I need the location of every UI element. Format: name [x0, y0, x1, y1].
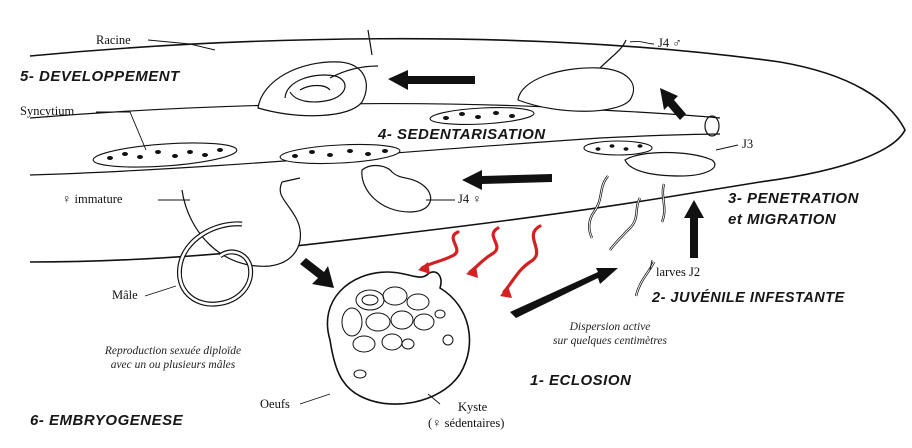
label-immature-female: ♀ immature [62, 192, 122, 207]
label-j4-female: J4 ♀ [458, 192, 482, 207]
syncytium-middle [280, 142, 401, 166]
stage-sedentarisation: 4- SEDENTARISATION [378, 126, 546, 143]
stage-development: 5- DEVELOPPEMENT [20, 68, 180, 85]
label-kyste-sedentaires: (♀ sédentaires) [428, 416, 504, 431]
label-oeufs: Oeufs [260, 397, 290, 412]
j4-male-body [518, 68, 633, 111]
note-reproduction-line2: avec un ou plusieurs mâles [68, 358, 278, 372]
stage-penetration: 3- PENETRATION [728, 190, 859, 207]
label-kyste: Kyste [458, 400, 487, 415]
arrow-to-sedentarisation [462, 170, 552, 190]
arrow-penetration [684, 200, 704, 258]
label-j3: J3 [742, 137, 753, 152]
cyst [327, 272, 469, 404]
note-reproduction-line1: Reproduction sexuée diploïde [68, 344, 278, 358]
vascular-end [705, 116, 719, 136]
note-dispersion: Dispersion active sur quelques centimètr… [520, 320, 700, 348]
arrow-to-j4-male [660, 88, 686, 120]
label-syncytium: Syncytium [20, 104, 74, 119]
arrow-eclosion [510, 268, 618, 318]
syncytium-j3 [584, 141, 652, 155]
j3-body [625, 153, 715, 177]
label-larves-j2: larves J2 [656, 265, 700, 280]
label-j4-male: J4 ♂ [658, 36, 682, 51]
note-reproduction: Reproduction sexuée diploïde avec un ou … [68, 344, 278, 372]
developing-nematode [258, 62, 378, 116]
j4-female-body [362, 166, 431, 212]
label-racine: Racine [96, 33, 131, 48]
label-male: Mâle [112, 288, 138, 303]
stage-migration: et MIGRATION [728, 211, 836, 228]
immature-female-neck [282, 178, 300, 182]
arrow-to-cyst [300, 258, 334, 288]
arrow-to-development [388, 70, 475, 90]
root-hair [368, 30, 372, 55]
note-dispersion-line2: sur quelques centimètres [520, 334, 700, 348]
syncytium-upper [430, 105, 535, 126]
stage-embryogenese: 6- EMBRYOGENESE [30, 412, 183, 429]
stage-juvenile-infestante: 2- JUVÉNILE INFESTANTE [652, 290, 845, 306]
note-dispersion-line1: Dispersion active [520, 320, 700, 334]
stage-eclosion: 1- ECLOSION [530, 372, 631, 389]
